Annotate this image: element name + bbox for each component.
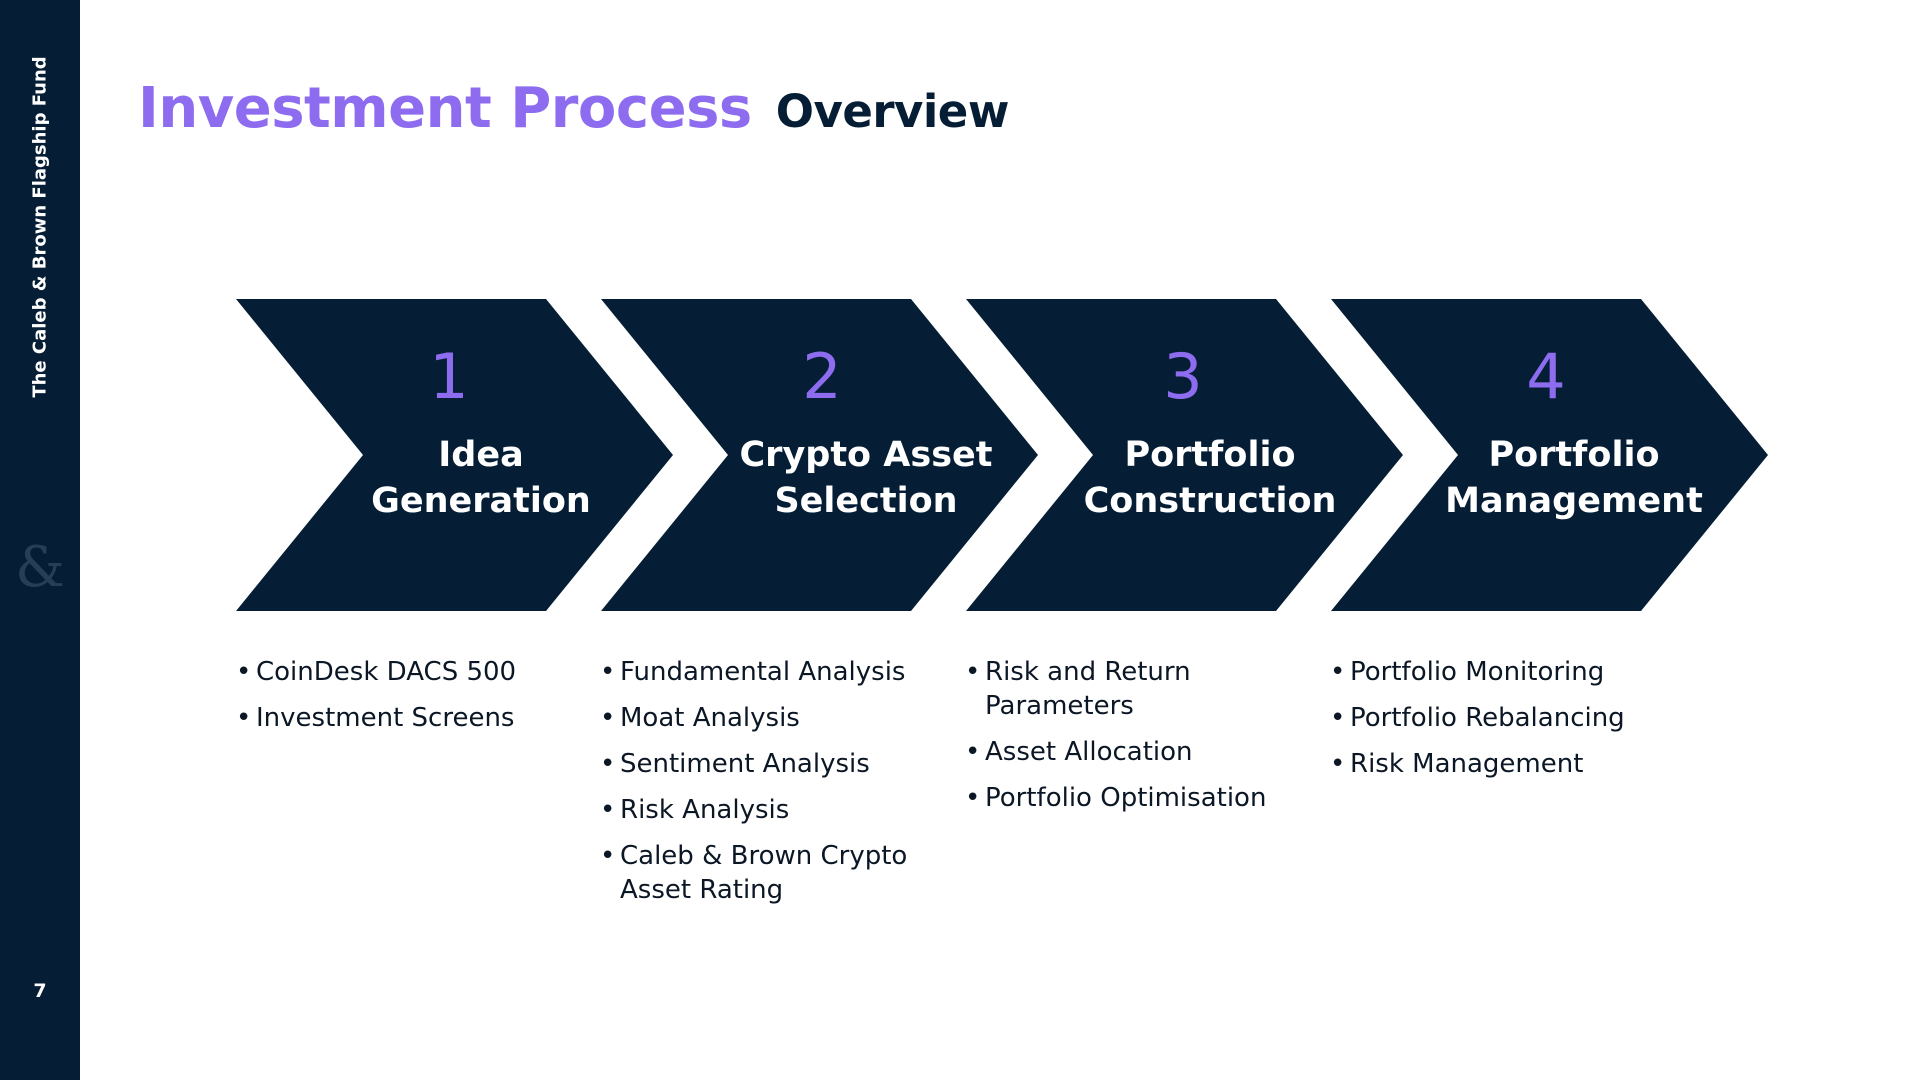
list-item-line: Moat Analysis [620,703,800,733]
chevron-step-1 [236,299,673,611]
step-number-1: 1 [429,340,468,413]
step-label-line: Management [1445,481,1703,521]
step-number-2: 2 [802,340,841,413]
step-label-line: Construction [1083,481,1337,521]
list-item-line: Asset Rating [620,875,784,905]
step-label-line: Selection [774,481,958,521]
step-label-line: Portfolio [1124,435,1296,475]
sidebar: The Caleb & Brown Flagship Fund & 7 [0,0,80,1080]
list-item-line: CoinDesk DACS 500 [256,657,517,687]
step-3-bullets: Risk and Return Parameters Asset Allocat… [965,655,1266,827]
chevron-step-4 [1331,299,1768,611]
title-primary: Investment Process [138,76,752,141]
list-item-line: Portfolio Monitoring [1350,657,1605,687]
list-item-line: Caleb & Brown Crypto [620,841,908,871]
list-item: Portfolio Optimisation [965,781,1266,815]
list-item: Caleb & Brown Crypto Asset Rating [600,839,907,907]
list-item: Risk and Return Parameters [965,655,1266,723]
step-number-3: 3 [1163,340,1202,413]
list-item: Portfolio Rebalancing [1330,701,1625,735]
step-label-line: Idea [438,435,524,475]
ampersand-logo-icon: & [15,535,65,600]
list-item: Portfolio Monitoring [1330,655,1625,689]
step-number-4: 4 [1526,340,1565,413]
list-item-line: Investment Screens [256,703,515,733]
list-item: Fundamental Analysis [600,655,907,689]
list-item-line: Asset Allocation [985,737,1193,767]
list-item-line: Portfolio Rebalancing [1350,703,1625,733]
list-item: Risk Management [1330,747,1625,781]
list-item: Sentiment Analysis [600,747,907,781]
step-label-line: Generation [371,481,591,521]
step-1-bullets: CoinDesk DACS 500 Investment Screens [236,655,516,747]
step-label-4: Portfolio Management [1445,432,1703,524]
list-item: Asset Allocation [965,735,1266,769]
list-item-line: Risk Management [1350,749,1584,779]
list-item: Risk Analysis [600,793,907,827]
step-label-1: Idea Generation [371,432,591,524]
step-label-2: Crypto Asset Selection [740,432,993,524]
step-2-bullets: Fundamental Analysis Moat Analysis Senti… [600,655,907,919]
list-item-line: Risk and Return [985,657,1191,687]
list-item-line: Risk Analysis [620,795,790,825]
page-number: 7 [33,980,47,1002]
list-item-line: Parameters [985,691,1134,721]
list-item: CoinDesk DACS 500 [236,655,516,689]
list-item-line: Fundamental Analysis [620,657,906,687]
list-item: Investment Screens [236,701,516,735]
title-secondary: Overview [775,85,1010,138]
step-label-line: Portfolio [1488,435,1660,475]
step-label-3: Portfolio Construction [1084,432,1337,524]
chevron-step-2 [601,299,1038,611]
chevron-step-3 [966,299,1403,611]
step-label-line: Crypto Asset [739,435,993,475]
list-item-line: Sentiment Analysis [620,749,870,779]
list-item-line: Portfolio Optimisation [985,783,1267,813]
list-item: Moat Analysis [600,701,907,735]
page-title: Investment Process Overview [138,76,1009,141]
step-4-bullets: Portfolio Monitoring Portfolio Rebalanci… [1330,655,1625,793]
